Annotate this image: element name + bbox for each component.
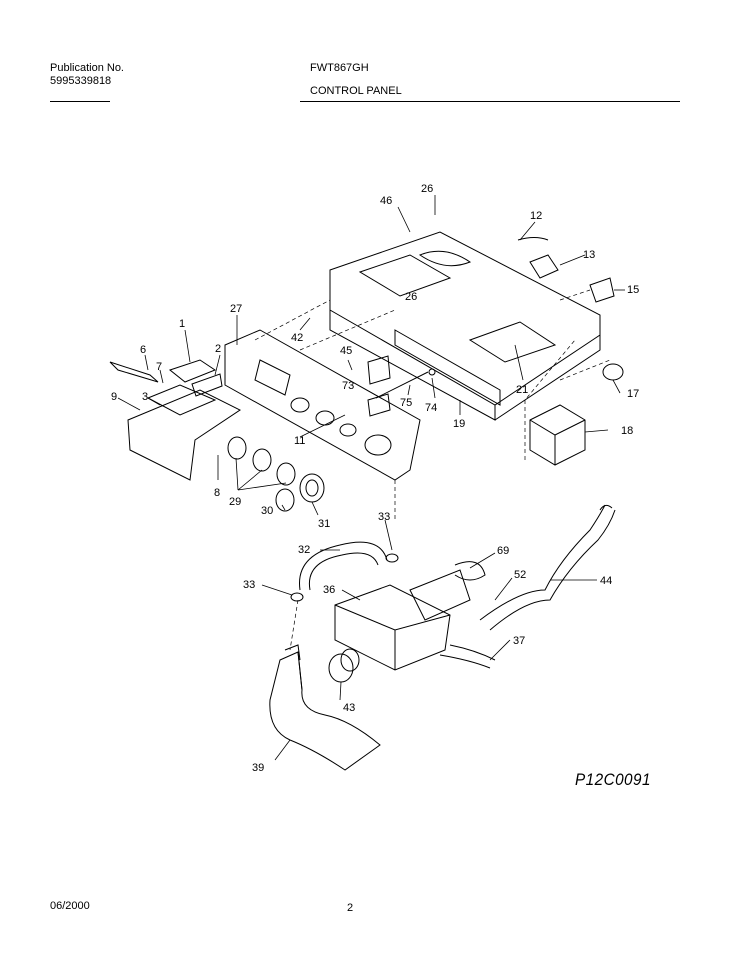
console-panel bbox=[224, 329, 421, 481]
callout-label: 30 bbox=[261, 505, 273, 517]
callout-label: 33 bbox=[378, 511, 390, 523]
callout-label: 12 bbox=[530, 210, 542, 222]
callout-label: 33 bbox=[243, 579, 255, 591]
callout-label: 37 bbox=[513, 635, 525, 647]
callout-label: 36 bbox=[323, 584, 335, 596]
knobs bbox=[227, 436, 325, 512]
callout-label: 26 bbox=[421, 183, 433, 195]
callout-label: 73 bbox=[342, 380, 354, 392]
callout-label: 6 bbox=[140, 344, 146, 356]
callout-label: 52 bbox=[514, 569, 526, 581]
callout-label: 43 bbox=[343, 702, 355, 714]
callout-label: 44 bbox=[600, 575, 612, 587]
callout-label: 42 bbox=[291, 332, 303, 344]
callout-label: 39 bbox=[252, 762, 264, 774]
model-number: FWT867GH bbox=[310, 62, 369, 74]
section-title: CONTROL PANEL bbox=[310, 85, 402, 97]
drawing-code: P12C0091 bbox=[575, 770, 651, 789]
callout-label: 29 bbox=[229, 496, 241, 508]
footer-date: 06/2000 bbox=[50, 900, 90, 912]
page-number: 2 bbox=[347, 902, 354, 914]
callout-label: 9 bbox=[111, 391, 117, 403]
hose-and-valve-assembly bbox=[269, 504, 616, 771]
dashed-guides bbox=[254, 289, 611, 651]
header-rule-right bbox=[300, 101, 680, 102]
callout-label: 21 bbox=[516, 384, 528, 396]
callout-label: 69 bbox=[497, 545, 509, 557]
callout-label: 26 bbox=[405, 291, 417, 303]
callout-label: 15 bbox=[627, 284, 639, 296]
callout-label: 18 bbox=[621, 425, 633, 437]
callout-label: 19 bbox=[453, 418, 465, 430]
callout-labels: 26 46 12 13 15 27 1 6 2 7 42 45 26 73 21… bbox=[111, 183, 639, 774]
control-panel-frame bbox=[329, 231, 601, 421]
callout-label: 27 bbox=[230, 303, 242, 315]
callout-label: 7 bbox=[156, 361, 162, 373]
callout-label: 31 bbox=[318, 518, 330, 530]
callout-label: 8 bbox=[214, 487, 220, 499]
callout-label: 32 bbox=[298, 544, 310, 556]
publication-number: 5995339818 bbox=[50, 75, 112, 87]
callout-label: 1 bbox=[179, 318, 185, 330]
callout-label: 2 bbox=[215, 343, 221, 355]
callout-label: 75 bbox=[400, 397, 412, 409]
dispenser-drawer bbox=[109, 359, 241, 481]
callout-label: 13 bbox=[583, 249, 595, 261]
callout-label: 17 bbox=[627, 388, 639, 400]
callout-label: 11 bbox=[294, 435, 305, 447]
callout-label: 3 bbox=[142, 391, 148, 403]
callout-label: 46 bbox=[380, 195, 392, 207]
leader-lines bbox=[117, 195, 625, 761]
header-rule-left bbox=[50, 101, 110, 102]
publication-label: Publication No. bbox=[50, 62, 124, 74]
callout-label: 45 bbox=[340, 345, 352, 357]
callout-label: 74 bbox=[425, 402, 437, 414]
